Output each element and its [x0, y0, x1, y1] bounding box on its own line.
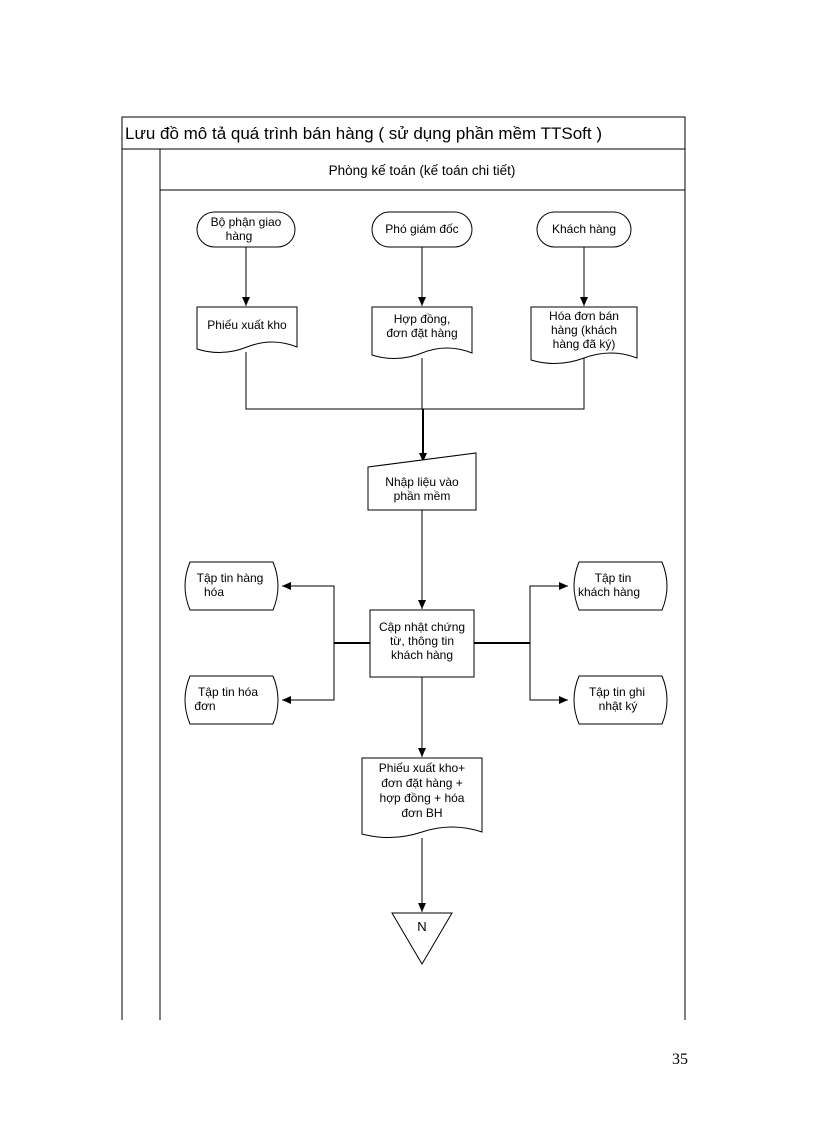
page-number: 35 — [672, 1051, 688, 1068]
svg-text:N: N — [417, 919, 426, 934]
svg-text:Phó giám đốc: Phó giám đốc — [385, 222, 458, 236]
diagram-title: Lưu đồ mô tả quá trình bán hàng ( sử dụn… — [125, 124, 602, 143]
node-combined-documents: Phiếu xuất kho+đơn đặt hàng +hợp đồng + … — [361, 757, 483, 838]
node-deputy-director: Phó giám đốc — [371, 211, 473, 248]
lane-title: Phòng kế toán (kế toán chi tiết) — [329, 163, 516, 178]
node-contract-order: Hợp đồng,đơn đặt hàng — [371, 306, 473, 359]
svg-text:Khách hàng: Khách hàng — [552, 222, 616, 236]
diagram-frame — [121, 116, 686, 1020]
connector-lines — [242, 247, 588, 912]
svg-text:Phiếu xuất kho+đơn đặt hàng +h: Phiếu xuất kho+đơn đặt hàng +hợp đồng + … — [379, 761, 465, 820]
node-customer: Khách hàng — [536, 211, 632, 248]
svg-text:Hợp đồng,đơn đặt hàng: Hợp đồng,đơn đặt hàng — [386, 312, 457, 340]
svg-text:Phiếu xuất kho: Phiếu xuất kho — [207, 318, 287, 332]
node-offpage-connector: N — [391, 912, 453, 965]
node-warehouse-slip: Phiếu xuất kho — [196, 306, 298, 353]
